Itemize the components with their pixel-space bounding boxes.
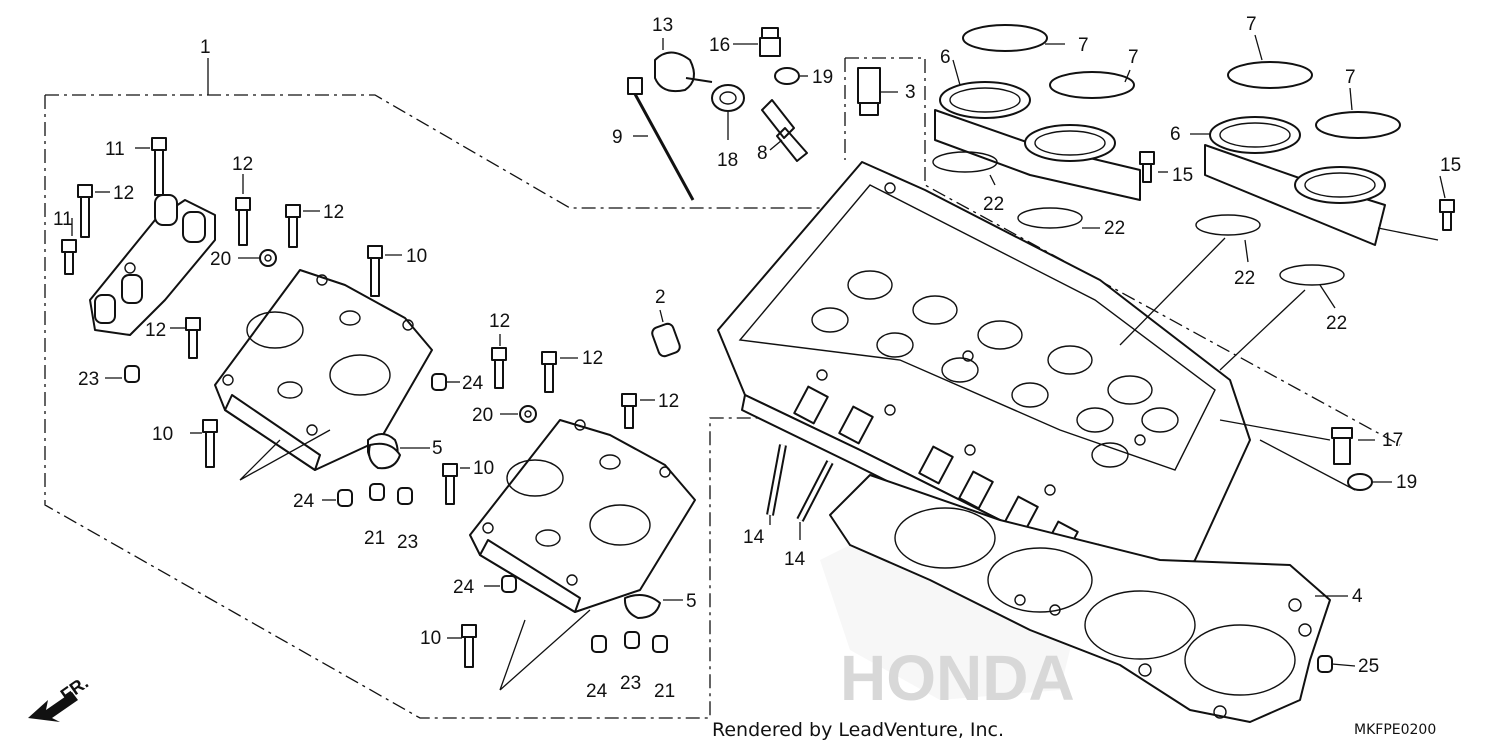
orings-left (932, 151, 1083, 229)
callout-12: 12 (113, 183, 134, 204)
callout-20: 20 (472, 405, 493, 426)
callout-6: 6 (940, 47, 951, 68)
camshaft-holder-left-upper (214, 269, 433, 471)
callout-16: 16 (709, 35, 730, 56)
callout-21: 21 (654, 681, 675, 702)
callout-21: 21 (364, 528, 385, 549)
callout-22: 22 (1104, 218, 1125, 239)
callout-22: 22 (983, 194, 1004, 215)
callout-24: 24 (453, 577, 475, 598)
callout-8: 8 (757, 143, 768, 164)
callout-25: 25 (1358, 656, 1379, 677)
callout-12: 12 (145, 320, 166, 341)
callout-9: 9 (612, 127, 623, 148)
callout-7: 7 (1345, 67, 1356, 88)
callout-10: 10 (152, 424, 173, 445)
callout-17: 17 (1382, 430, 1403, 451)
orings-right (1195, 214, 1345, 286)
callout-24: 24 (293, 491, 315, 512)
callout-23: 23 (620, 673, 641, 694)
callout-24: 24 (586, 681, 608, 702)
head-gasket (829, 474, 1331, 723)
callout-7: 7 (1246, 14, 1257, 35)
insulator-left (934, 81, 1141, 201)
callout-20: 20 (210, 249, 231, 270)
credit-text: Rendered by LeadVenture, Inc. (712, 719, 1005, 741)
valve-pockets (811, 270, 1179, 468)
callout-6: 6 (1170, 124, 1181, 145)
callout-3: 3 (905, 82, 916, 103)
small-fasteners (61, 27, 1455, 673)
callout-18: 18 (717, 150, 738, 171)
callout-12: 12 (232, 154, 253, 175)
clamp-bands-right (1227, 61, 1401, 139)
callout-23: 23 (397, 532, 418, 553)
clamp-bands-left (962, 24, 1135, 99)
callout-23: 23 (78, 369, 99, 390)
head-bolt-holes (816, 182, 1146, 496)
callout-22: 22 (1234, 268, 1255, 289)
callout-15: 15 (1440, 155, 1461, 176)
callout-13: 13 (652, 15, 673, 36)
leader-lines (71, 34, 1446, 691)
callout-12: 12 (582, 348, 603, 369)
watermark-brand: HONDA (840, 642, 1075, 714)
callout-14: 14 (784, 549, 806, 570)
callout-24: 24 (462, 373, 484, 394)
callout-7: 7 (1128, 47, 1139, 68)
callout-22: 22 (1326, 313, 1347, 334)
callout-10: 10 (420, 628, 441, 649)
front-arrow: FR. (28, 672, 92, 722)
callout-10: 10 (406, 246, 427, 267)
callout-15: 15 (1172, 165, 1193, 186)
callout-12: 12 (323, 202, 344, 223)
callout-11: 11 (53, 209, 73, 230)
callout-12: 12 (489, 311, 510, 332)
callout-1: 1 (200, 37, 211, 58)
callout-19: 19 (1396, 472, 1417, 493)
assembly-outline (44, 94, 830, 719)
camshaft-holder-small (89, 194, 216, 336)
camshaft-holder-right-lower (469, 419, 696, 613)
callout-10: 10 (473, 458, 494, 479)
callout-4: 4 (1352, 586, 1363, 607)
callout-14: 14 (743, 527, 765, 548)
callout-12: 12 (658, 391, 679, 412)
callout-2: 2 (655, 287, 666, 308)
callout-7: 7 (1078, 35, 1089, 56)
callout-numbers: 1 2 3 4 5 5 6 6 7 7 7 7 8 9 10 10 10 10 … (53, 14, 1461, 702)
callout-5: 5 (686, 591, 697, 612)
insulator-right (1204, 116, 1386, 246)
callout-11: 11 (105, 139, 125, 160)
diagram-code: MKFPE0200 (1354, 722, 1437, 738)
callout-5: 5 (432, 438, 443, 459)
callout-19: 19 (812, 67, 833, 88)
